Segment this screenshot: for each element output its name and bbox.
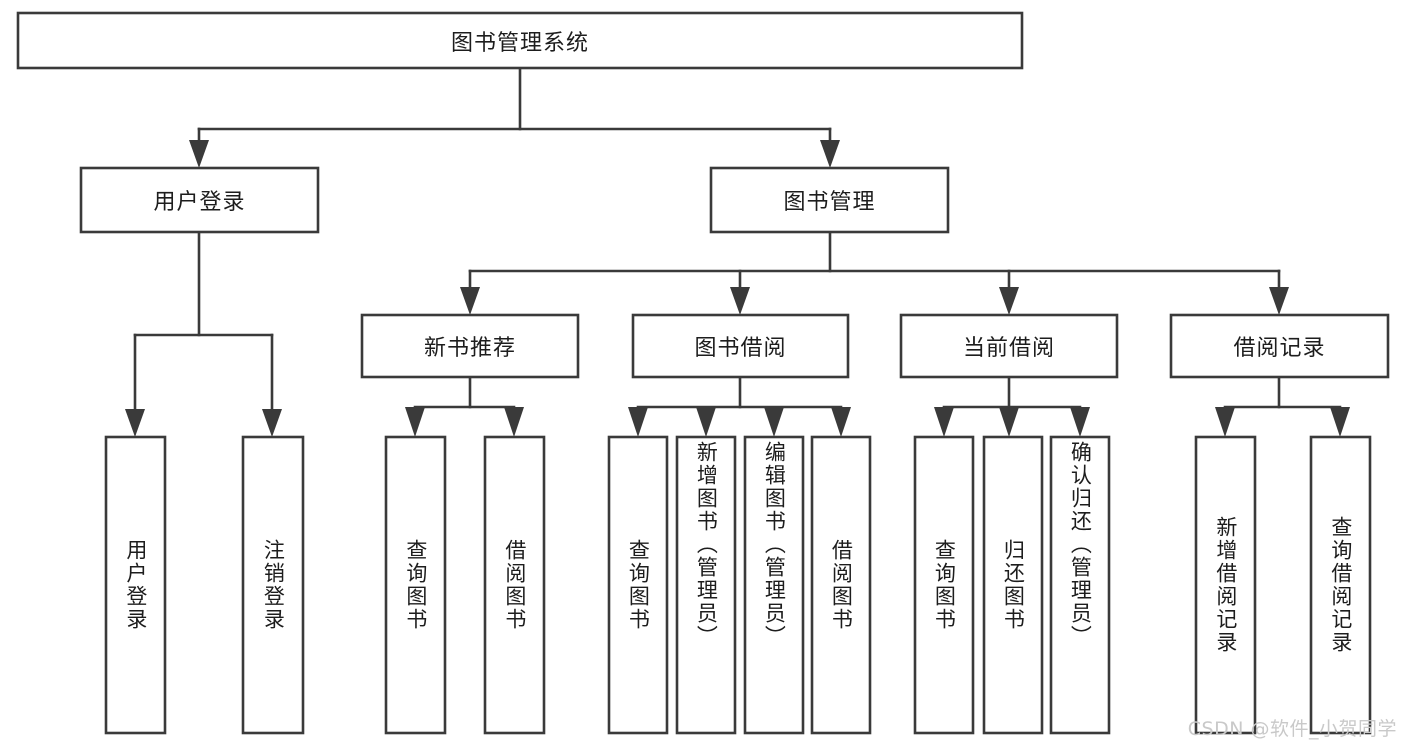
arrow-to-current-borrow [999, 287, 1019, 315]
node-box-borrow-record[interactable] [1169, 313, 1390, 379]
arrow-to-leaf-borrow-borrow [831, 407, 851, 437]
arrow-to-leaf-borrow-query [628, 407, 648, 437]
node-box-current-borrow[interactable] [899, 313, 1119, 379]
arrow-to-leaf-cur-query [934, 407, 954, 437]
node-box-book-manage[interactable] [709, 166, 950, 234]
connector-group-userlogin-to-leaves [125, 230, 282, 437]
arrow-to-user-login [189, 140, 209, 168]
node-box-leaf-rec-borrow[interactable] [483, 435, 546, 735]
node-box-leaf-borrow-edit[interactable] [743, 435, 805, 735]
node-box-leaf-rec-search[interactable] [1309, 435, 1372, 735]
connector-group-currentborrow-to-leaves [934, 375, 1090, 437]
connector-group-bookmanage-to-level3 [460, 230, 1289, 315]
arrow-to-leaf-rec-search [1330, 407, 1350, 437]
connector-group-root-to-level2 [189, 66, 840, 168]
node-box-leaf-cur-return[interactable] [982, 435, 1044, 735]
csdn-watermark: CSDN @软件_小贺同学 [1187, 718, 1397, 740]
arrow-to-leaf-cur-confirm [1070, 407, 1090, 437]
arrow-to-leaf-cur-return [999, 407, 1019, 437]
node-box-leaf-cur-query[interactable] [913, 435, 975, 735]
arrow-to-leaf-user-login [125, 409, 145, 437]
node-box-book-borrow[interactable] [631, 313, 850, 379]
node-box-leaf-user-login[interactable] [104, 435, 167, 735]
node-box-new-book-rec[interactable] [360, 313, 580, 379]
connector-group-bookborrow-to-leaves [628, 375, 851, 437]
node-box-leaf-rec-query[interactable] [384, 435, 447, 735]
arrow-to-leaf-rec-add [1215, 407, 1235, 437]
arrow-to-book-manage [820, 140, 840, 168]
connector-group-borrowrecord-to-leaves [1215, 375, 1350, 437]
arrow-to-leaf-rec-borrow [504, 407, 524, 437]
arrow-to-leaf-borrow-edit [764, 407, 784, 437]
arrow-to-leaf-rec-query [405, 407, 425, 437]
node-box-leaf-cur-confirm[interactable] [1049, 435, 1111, 735]
node-box-leaf-rec-add[interactable] [1194, 435, 1257, 735]
node-box-user-login[interactable] [79, 166, 320, 234]
connector-group-newbookrec-to-leaves [405, 375, 524, 437]
arrow-to-leaf-borrow-add [696, 407, 716, 437]
node-box-leaf-borrow-query[interactable] [607, 435, 669, 735]
node-box-leaf-user-logout[interactable] [241, 435, 305, 735]
node-box-leaf-borrow-borrow[interactable] [810, 435, 872, 735]
node-box-leaf-borrow-add[interactable] [675, 435, 737, 735]
arrow-to-book-borrow [730, 287, 750, 315]
arrow-to-borrow-record [1269, 287, 1289, 315]
arrow-to-leaf-user-logout [262, 409, 282, 437]
node-box-root[interactable] [16, 11, 1024, 70]
arrow-to-new-book-rec [460, 287, 480, 315]
